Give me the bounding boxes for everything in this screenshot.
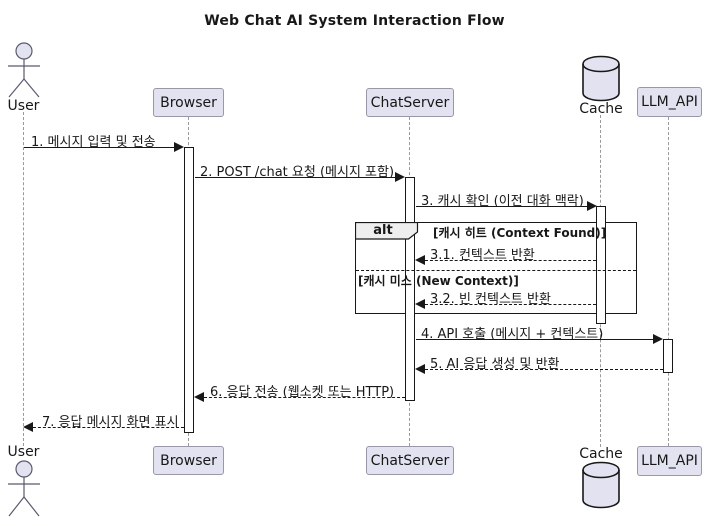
- participant-browser-bottom: Browser: [153, 446, 224, 475]
- message-1-line: [24, 147, 174, 148]
- participant-llm-api-top: LLM_API: [637, 87, 702, 117]
- participant-chatserver-bottom: ChatServer: [366, 446, 454, 475]
- alt-divider: [356, 270, 636, 271]
- message-4-arrowhead-icon: [653, 334, 663, 344]
- lifeline-user: [23, 112, 24, 446]
- diagram-title: Web Chat AI System Interaction Flow: [204, 13, 505, 29]
- participant-browser-bottom-label: Browser: [160, 452, 217, 469]
- alt-frame: [355, 222, 637, 314]
- message-7-arrowhead-icon: [23, 422, 33, 432]
- message-3-line: [416, 206, 587, 207]
- participant-cache-bottom-label: Cache: [579, 446, 623, 462]
- participant-user-top-label: User: [7, 98, 40, 114]
- message-4-line: [416, 339, 653, 340]
- participant-browser-top: Browser: [153, 88, 224, 117]
- activation-bar-browser: [184, 147, 194, 433]
- message-1-arrowhead-icon: [174, 142, 184, 152]
- cache-database-icon-top: [582, 55, 620, 102]
- message-4-label: 4. API 호출 (메시지 + 컨텍스트): [421, 327, 604, 342]
- participant-user-bottom-label: User: [7, 444, 40, 460]
- participant-chatserver-top-label: ChatServer: [370, 94, 450, 111]
- alt-operator-tab: [355, 222, 419, 240]
- participant-llm-api-bottom-label: LLM_API: [641, 453, 698, 469]
- user-actor-icon-bottom: [8, 460, 40, 517]
- participant-cache-top-label: Cache: [579, 101, 623, 117]
- activation-bar-llm-api: [663, 339, 673, 373]
- participant-chatserver-top: ChatServer: [366, 88, 454, 117]
- user-actor-icon: [8, 42, 40, 98]
- participant-chatserver-bottom-label: ChatServer: [370, 452, 450, 469]
- message-1-label: 1. 메시지 입력 및 전송: [31, 135, 156, 150]
- message-3-2-label: 3.2. 빈 컨텍스트 반환: [430, 292, 551, 307]
- alt-operator-label: alt: [373, 223, 393, 238]
- message-2-label: 2. POST /chat 요청 (메시지 포함): [200, 165, 395, 180]
- message-3-2-line: [425, 304, 596, 305]
- cache-database-icon-bottom: [582, 461, 620, 509]
- participant-llm-api-bottom: LLM_API: [637, 446, 702, 476]
- message-5-arrowhead-icon: [415, 364, 425, 374]
- message-3-1-label: 3.1. 컨텍스트 반환: [430, 248, 535, 263]
- activation-bar-cache: [596, 206, 606, 324]
- message-6-arrowhead-icon: [194, 392, 204, 402]
- participant-browser-top-label: Browser: [160, 94, 217, 111]
- message-5-line: [425, 369, 663, 370]
- message-3-label: 3. 캐시 확인 (이전 대화 맥락): [421, 194, 584, 209]
- message-6-label: 6. 응답 전송 (웹소켓 또는 HTTP): [210, 385, 395, 400]
- message-3-arrowhead-icon: [587, 201, 597, 211]
- guard-cache-hit: [캐시 히트 (Context Found)]: [433, 226, 607, 240]
- message-5-label: 5. AI 응답 생성 및 반환: [430, 357, 560, 372]
- message-2-line: [195, 177, 395, 178]
- message-7-label: 7. 응답 메시지 화면 표시: [42, 415, 179, 430]
- activation-bar-chatserver: [405, 177, 415, 401]
- message-7-line: [33, 427, 184, 428]
- guard-cache-miss: [캐시 미스 (New Context)]: [358, 274, 519, 288]
- message-3-1-arrowhead-icon: [415, 255, 425, 265]
- message-2-arrowhead-icon: [395, 172, 405, 182]
- participant-llm-api-top-label: LLM_API: [641, 94, 698, 110]
- message-3-2-arrowhead-icon: [415, 299, 425, 309]
- lifeline-llm-api: [668, 117, 669, 446]
- message-3-1-line: [425, 260, 596, 261]
- message-6-line: [204, 397, 405, 398]
